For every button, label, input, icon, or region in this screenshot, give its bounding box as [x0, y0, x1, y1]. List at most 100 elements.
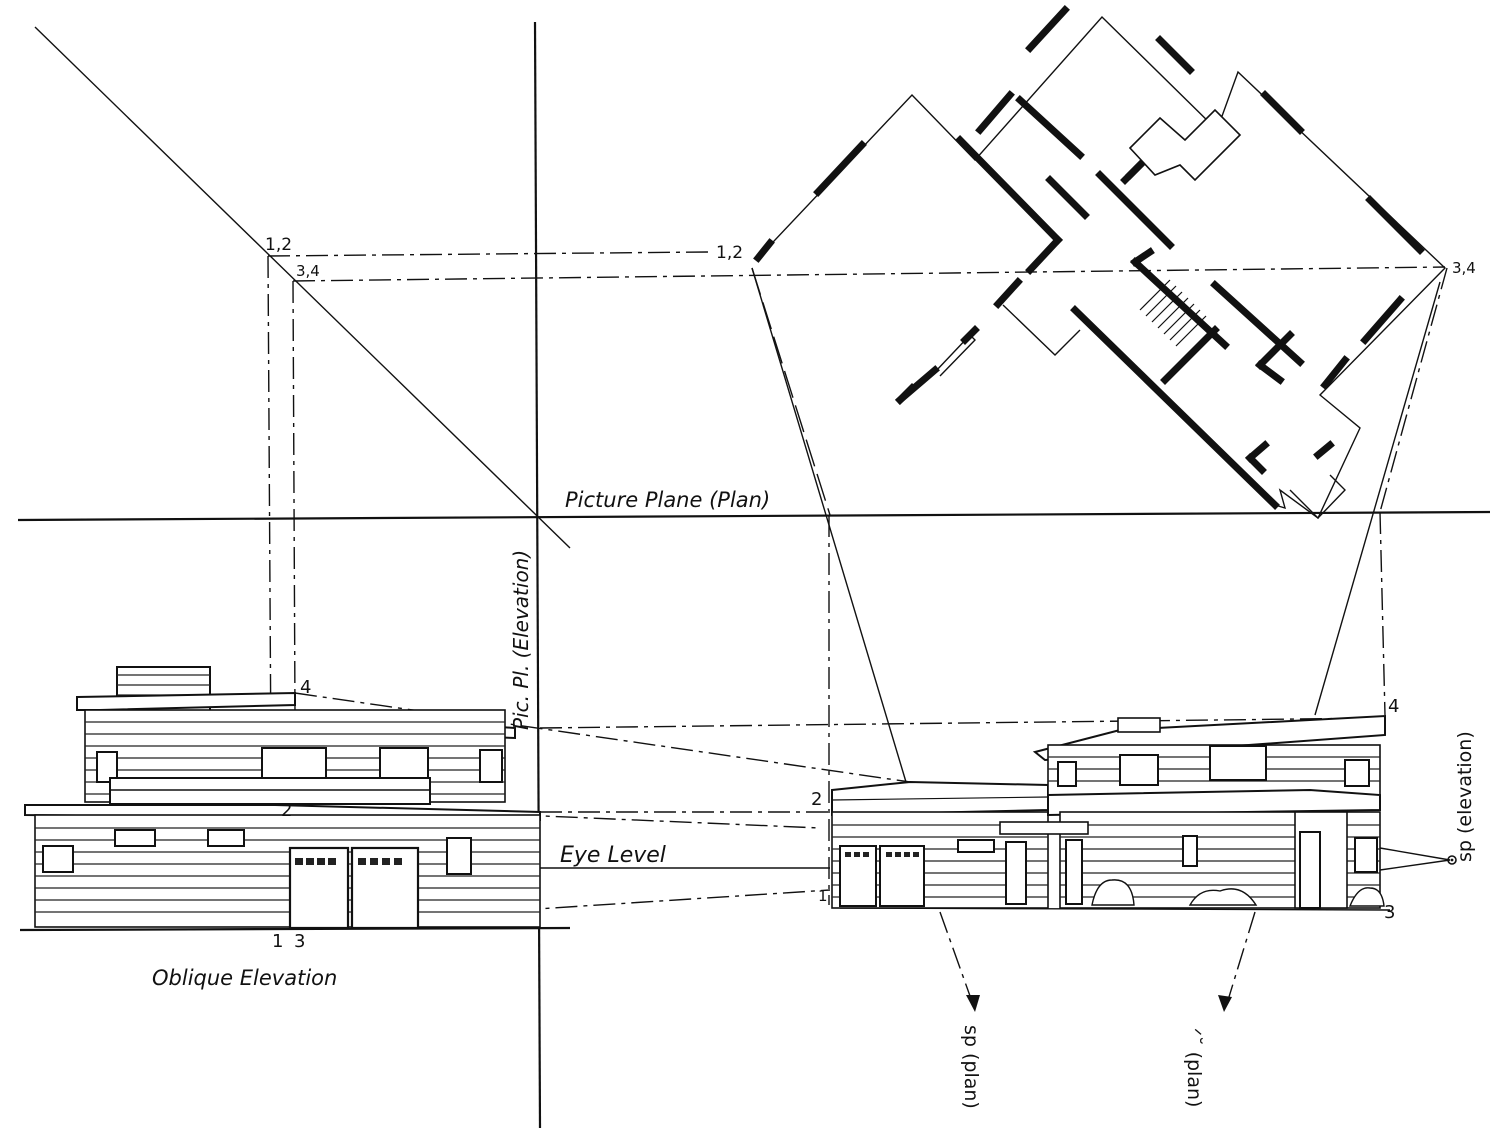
ray-to-sp-plan-1 — [939, 911, 976, 1011]
label-sp-elevation: sp (elevation) — [1454, 731, 1476, 862]
label-sp-plan-2: ᐟ˘ (plan) — [1183, 1028, 1205, 1107]
arrow-sp-plan-1 — [966, 995, 980, 1012]
ray-34-to-sp — [1379, 267, 1448, 513]
parapet-rail — [831, 796, 1049, 801]
porch-outline-left — [1002, 304, 1081, 356]
point-3-right: 3 — [1384, 902, 1395, 923]
garage-door-windows — [295, 858, 402, 865]
main-upper-window-4 — [1057, 761, 1077, 787]
point-1-left: 1 — [272, 931, 283, 952]
wall-h — [1025, 5, 1070, 53]
perspective-house — [831, 714, 1386, 909]
construction-lines — [17, 21, 1491, 1129]
top-line-4 — [294, 692, 911, 783]
lower-window-1 — [42, 845, 74, 873]
wall-j — [1015, 95, 1085, 160]
point-12-left: 1,2 — [265, 235, 292, 255]
wall-a — [753, 238, 775, 263]
balcony-railing — [109, 777, 431, 805]
wall-t — [1210, 280, 1305, 367]
ray-mid-right — [1314, 281, 1441, 716]
point-4-left: 4 — [300, 677, 311, 698]
lower-window-2 — [114, 829, 156, 847]
wall-v — [1255, 360, 1285, 385]
ray-to-sp-plan-2 — [1224, 911, 1256, 1011]
label-picture-plane-elevation: Pic. Pl. (Elevation) — [509, 550, 533, 730]
wall-l — [1045, 175, 1090, 220]
picture-plane-elevation-line — [533, 21, 542, 1129]
wall-d — [1025, 235, 1063, 275]
diagonal-line — [34, 26, 571, 549]
lower-window-4 — [446, 837, 472, 875]
wall-q — [1365, 195, 1425, 255]
plan-outline — [757, 15, 1446, 520]
lower-window-3 — [207, 829, 245, 847]
stair-treads — [1139, 279, 1207, 347]
eye-level-to-sp — [1379, 847, 1451, 861]
main-lower-window-1 — [1182, 835, 1198, 867]
main-chimney — [1117, 717, 1161, 733]
upper-window-1 — [96, 751, 118, 783]
ray-34-down — [1379, 511, 1386, 716]
main-lower-window-2 — [1354, 837, 1378, 873]
point-2-left: 2 — [281, 800, 292, 821]
arrowheads — [966, 855, 1457, 1012]
top-line-right — [539, 717, 1386, 729]
projector-34-horizontal — [292, 266, 1446, 282]
wall-n — [1155, 35, 1195, 75]
eye-level-to-sp-2 — [1379, 859, 1451, 871]
porch-outline-bottom — [1289, 474, 1346, 519]
label-sp-plan: sp (plan) — [960, 1025, 982, 1109]
front-door — [1299, 831, 1321, 909]
wall-y — [1130, 247, 1155, 267]
persp-garage-small-window — [957, 839, 995, 853]
main-upper-window-3 — [1344, 759, 1370, 787]
label-eye-level: Eye Level — [560, 843, 666, 868]
wall-r — [1360, 295, 1405, 345]
label-oblique-elevation: Oblique Elevation — [152, 966, 337, 990]
upper-window-3 — [379, 747, 429, 783]
wall-s — [1320, 355, 1350, 390]
wall-p — [1260, 90, 1305, 135]
wall-i — [975, 90, 1015, 135]
wall-g2 — [895, 383, 917, 405]
shrub-far-right — [1348, 887, 1385, 907]
fireplace — [1128, 108, 1242, 182]
persp-door-1 — [1005, 841, 1027, 905]
wall-c — [955, 135, 1063, 245]
main-upper-window-2 — [1209, 745, 1267, 781]
wall-w — [1070, 305, 1280, 510]
point-12-plan: 1,2 — [716, 243, 743, 263]
upper-window-4 — [479, 749, 503, 783]
sp-elevation-dot — [1450, 858, 1454, 862]
upper-roof-left — [76, 691, 296, 711]
shrub-left — [1091, 879, 1135, 906]
upper-window-2 — [261, 747, 327, 783]
text-labels: Picture Plane (Plan) Pic. Pl. (Elevation… — [152, 235, 1476, 1109]
point-34-plan: 3,4 — [1452, 259, 1476, 277]
label-picture-plane-plan: Picture Plane (Plan) — [565, 488, 770, 512]
main-upper-window-1 — [1119, 754, 1159, 786]
wall-z — [1160, 325, 1220, 385]
arrow-sp-plan-2 — [1218, 995, 1232, 1012]
point-4-right: 4 — [1388, 696, 1399, 717]
picture-plane-plan-line — [17, 510, 1491, 522]
shrub-right — [1188, 888, 1258, 906]
oblique-elevation-house — [24, 666, 541, 930]
persp-garage-windows — [845, 852, 919, 857]
window-left — [934, 333, 976, 377]
wall-e — [993, 277, 1023, 309]
wall-ac — [1313, 440, 1335, 460]
wall-b — [813, 140, 867, 197]
point-1-right: 1 — [818, 887, 828, 905]
wall-u — [1255, 330, 1295, 370]
main-middle-roof — [1047, 788, 1381, 817]
sp-elevation-point — [1447, 855, 1457, 865]
wall-k — [1095, 170, 1175, 250]
point-2-right: 2 — [811, 789, 822, 810]
entry-canopy — [999, 821, 1089, 835]
floor-plan — [753, 5, 1446, 520]
point-3-left: 3 — [294, 931, 305, 952]
persp-door-2 — [1065, 839, 1083, 905]
